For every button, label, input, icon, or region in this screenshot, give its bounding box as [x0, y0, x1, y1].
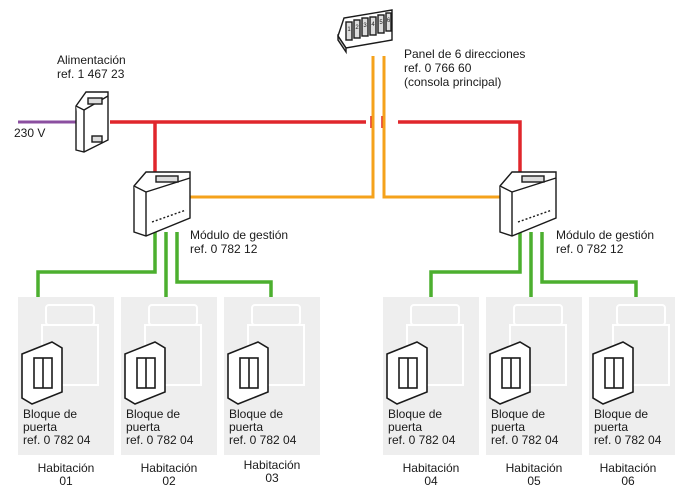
data-bus — [178, 56, 505, 199]
room-name: Habitación — [402, 461, 460, 475]
door-block-icon — [21, 341, 63, 405]
room-number: 03 — [265, 471, 279, 485]
door-block-icon — [124, 341, 166, 405]
door-block-icon — [489, 341, 531, 405]
power-bus — [110, 116, 522, 178]
module-left-name: Módulo de gestión — [190, 228, 289, 242]
panel-key-label: 4 — [371, 22, 375, 28]
room-name: Habitación — [599, 461, 657, 475]
module-right-ref: ref. 0 782 12 — [556, 242, 624, 256]
room-label-05: Habitación 05 — [489, 462, 579, 488]
block-ref: ref. 0 782 04 — [229, 433, 297, 447]
block-ref: ref. 0 782 04 — [491, 433, 559, 447]
power-supply-device — [75, 91, 109, 153]
block-subtitle: puerta — [491, 420, 526, 434]
block-ref: ref. 0 782 04 — [23, 433, 91, 447]
power-label: 230 V — [14, 126, 46, 140]
room-links — [36, 232, 638, 297]
block-label-02: Bloque de puerta ref. 0 782 04 — [126, 408, 193, 447]
room-number: 04 — [424, 474, 438, 488]
panel-name: Panel de 6 direcciones — [404, 47, 526, 61]
block-ref: ref. 0 782 04 — [126, 433, 194, 447]
block-title: Bloque de — [388, 407, 443, 421]
room-name: Habitación — [505, 461, 563, 475]
block-title: Bloque de — [229, 407, 284, 421]
room-label-04: Habitación 04 — [386, 462, 476, 488]
block-title: Bloque de — [491, 407, 546, 421]
room-number: 05 — [527, 474, 541, 488]
block-ref: ref. 0 782 04 — [594, 433, 662, 447]
block-ref: ref. 0 782 04 — [388, 433, 456, 447]
panel-device — [337, 9, 393, 55]
panel-key-label: 1 — [347, 27, 351, 33]
block-subtitle: puerta — [229, 420, 264, 434]
room-number: 06 — [621, 474, 635, 488]
room-number: 02 — [162, 474, 176, 488]
block-subtitle: puerta — [594, 420, 629, 434]
door-block-icon — [386, 341, 428, 405]
module-left-ref: ref. 0 782 12 — [190, 242, 258, 256]
panel-key-label: 6 — [387, 18, 391, 24]
room-number: 01 — [59, 474, 73, 488]
block-subtitle: puerta — [23, 420, 58, 434]
room-label-01: Habitación 01 — [21, 462, 111, 488]
room-label-06: Habitación 06 — [583, 462, 673, 488]
block-subtitle: puerta — [126, 420, 161, 434]
block-title: Bloque de — [23, 407, 78, 421]
room-name: Habitación — [140, 461, 198, 475]
door-block-icon — [592, 341, 634, 405]
block-label-04: Bloque de puerta ref. 0 782 04 — [388, 408, 455, 447]
block-label-03: Bloque de puerta ref. 0 782 04 — [229, 408, 296, 447]
supply-name: Alimentación — [57, 53, 126, 67]
room-label-03: Habitación 03 — [227, 459, 317, 485]
block-subtitle: puerta — [388, 420, 423, 434]
block-label-01: Bloque de puerta ref. 0 782 04 — [23, 408, 90, 447]
door-block-icon — [227, 341, 269, 405]
module-device-right — [499, 171, 557, 237]
panel-key-label: 5 — [379, 20, 383, 26]
door-blocks — [21, 341, 634, 405]
supply-ref: ref. 1 467 23 — [57, 67, 125, 81]
module-right-name: Módulo de gestión — [556, 228, 655, 242]
room-name: Habitación — [243, 458, 301, 472]
block-label-05: Bloque de puerta ref. 0 782 04 — [491, 408, 558, 447]
block-title: Bloque de — [594, 407, 649, 421]
block-label-06: Bloque de puerta ref. 0 782 04 — [594, 408, 661, 447]
panel-key-label: 3 — [363, 23, 367, 29]
panel-ref: ref. 0 766 60 — [404, 61, 472, 75]
module-device-left — [133, 171, 191, 237]
block-title: Bloque de — [126, 407, 181, 421]
panel-note: (consola principal) — [404, 75, 502, 89]
panel-key-label: 2 — [355, 25, 359, 31]
room-cards — [18, 297, 675, 455]
room-name: Habitación — [37, 461, 95, 475]
room-label-02: Habitación 02 — [124, 462, 214, 488]
